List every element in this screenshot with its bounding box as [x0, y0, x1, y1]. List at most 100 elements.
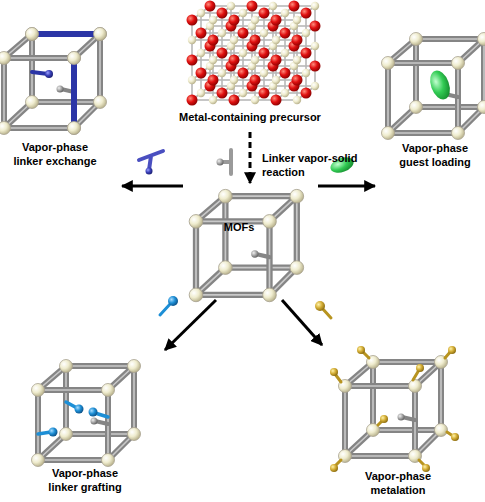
exchanged-linkers	[26, 28, 107, 135]
oxygen-atom	[280, 68, 291, 79]
oxygen-atom	[196, 28, 207, 39]
graft-stick	[160, 303, 171, 315]
new-linker	[32, 31, 100, 37]
metal-atom	[227, 2, 235, 10]
oxygen-atom	[301, 48, 312, 59]
linker-end	[217, 159, 224, 166]
oxygen-atom	[247, 1, 258, 12]
oxygen-atom	[187, 55, 198, 66]
metal-ball	[380, 415, 388, 423]
process-arrow	[165, 300, 216, 350]
oxygen-atom	[217, 48, 228, 59]
oxygen-atom	[196, 68, 207, 79]
metal-node	[68, 122, 81, 135]
oxygen-atom	[292, 35, 303, 46]
oxygen-atom	[310, 21, 321, 32]
metal-node	[94, 28, 107, 41]
oxygen-atom	[259, 48, 270, 59]
oxygen-atom	[229, 55, 240, 66]
metal-node	[68, 52, 81, 65]
oxygen-atom	[205, 1, 216, 12]
new-linker	[71, 58, 77, 128]
metal-atom	[197, 9, 205, 17]
metal-atom	[188, 76, 196, 84]
node-label: Metal-containing precursor	[160, 110, 340, 124]
metal-atom	[281, 9, 289, 17]
process-arrow	[282, 300, 322, 345]
metal-atom	[281, 89, 289, 97]
grafted-groups	[38, 402, 108, 437]
metal-atom	[230, 76, 238, 84]
graft-icon	[160, 296, 178, 315]
metal-atom	[251, 96, 259, 104]
oxygen-atom	[292, 75, 303, 86]
metal-ball	[416, 364, 424, 372]
graft-ball	[168, 296, 178, 306]
oxygen-atom	[259, 8, 270, 19]
metal-atom	[197, 49, 205, 57]
linker-end	[146, 168, 153, 175]
metal-atom	[239, 9, 247, 17]
metal-nodes	[26, 28, 107, 135]
linker-end	[45, 70, 53, 78]
metal-atom	[209, 56, 217, 64]
mof-node: MOFs	[183, 183, 318, 300]
grafted-ball	[49, 428, 58, 437]
process-arrow	[318, 185, 375, 188]
metal-ball	[451, 433, 459, 441]
node-label: Vapor-phase metalation	[352, 469, 444, 497]
mof-cube	[189, 189, 303, 301]
oxygen-atom	[289, 1, 300, 12]
oxygen-atom	[310, 61, 321, 72]
metal-icon	[315, 301, 331, 318]
oxygen-atom	[271, 95, 282, 106]
oxygen-atom	[280, 28, 291, 39]
metal-stick	[335, 351, 453, 466]
metal-atom	[302, 29, 310, 37]
metal-atom	[269, 2, 277, 10]
metal-atom	[272, 76, 280, 84]
grafted-ball	[89, 408, 98, 417]
precursor-lattice	[187, 1, 321, 106]
precursor-node: Metal-containing precursor	[160, 0, 340, 132]
metal-ball	[315, 301, 325, 311]
metal-pins	[330, 346, 459, 472]
oxygen-atom	[259, 88, 270, 99]
oxygen-atom	[208, 35, 219, 46]
metal-balls	[330, 346, 459, 472]
process-node: Vapor-phase linker grafting	[35, 350, 170, 500]
grafted-ball	[75, 405, 84, 414]
metal-atom	[230, 36, 238, 44]
metal-atom	[209, 96, 217, 104]
edge-label: Linker vapor-solid reaction	[262, 151, 362, 179]
metal-ball	[330, 368, 338, 376]
mof-cube	[32, 360, 141, 467]
metal-atom	[311, 2, 319, 10]
metal-atom	[311, 82, 319, 90]
metal-atom	[293, 16, 301, 24]
metal-atom	[239, 49, 247, 57]
mof-cube	[339, 356, 448, 463]
oxygen-atom	[301, 8, 312, 19]
oxygen-atom	[187, 95, 198, 106]
oxygen-atom	[271, 55, 282, 66]
oxygen-atom	[187, 15, 198, 26]
metal-atom	[197, 89, 205, 97]
metal-atom	[260, 29, 268, 37]
metal-atom	[302, 69, 310, 77]
metal-atom	[239, 89, 247, 97]
metal-ball	[448, 346, 456, 354]
node-label: Vapor-phase linker exchange	[9, 140, 101, 168]
exchange-linker-icon	[139, 151, 163, 175]
process-arrow	[122, 185, 183, 188]
metal-atom	[209, 16, 217, 24]
oxygen-atom	[229, 95, 240, 106]
mof-cube	[382, 33, 485, 140]
metal-atom	[188, 36, 196, 44]
node-label: Vapor-phase linker grafting	[39, 466, 131, 494]
metal-atom	[281, 49, 289, 57]
metal-atom	[260, 69, 268, 77]
